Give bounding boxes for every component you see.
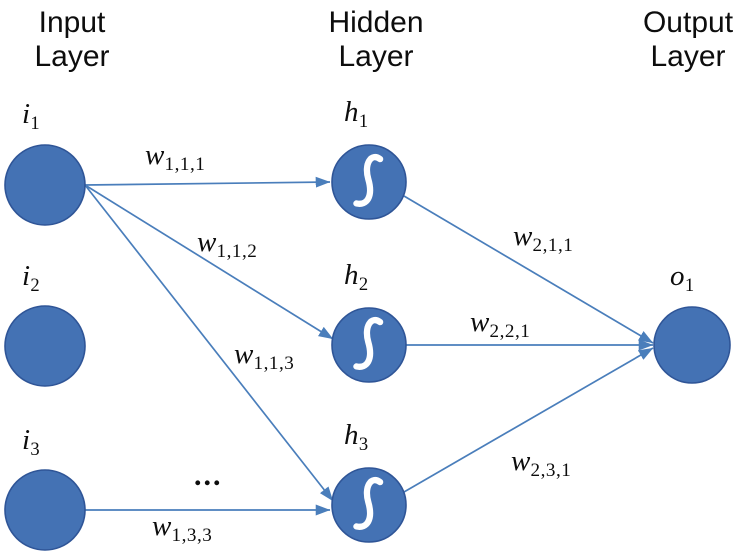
layer-title-output: Output Layer	[642, 6, 734, 73]
nodes-group	[4, 144, 731, 551]
neuron-o1[interactable]	[653, 306, 731, 384]
connection-i1-h1	[84, 176, 331, 188]
edges-group	[84, 176, 654, 516]
neuron-i3[interactable]	[4, 469, 86, 551]
weight-label-w-2-3-1: w2,3,1	[511, 445, 572, 482]
neuron-label-i2: i2	[22, 260, 40, 296]
activation-function-icon	[353, 317, 384, 370]
connection-h3-o1	[403, 347, 654, 493]
connection-h1-o1	[403, 195, 654, 344]
neuron-circle	[653, 306, 731, 384]
activation-function-icon	[353, 154, 384, 207]
neuron-label-h3: h3	[344, 419, 369, 455]
connection-i1-h3	[84, 184, 334, 502]
weight-label-w-2-2-1: w2,2,1	[470, 306, 531, 343]
neuron-label-h1: h1	[344, 96, 369, 132]
neuron-h2[interactable]	[331, 307, 407, 383]
neuron-label-i3: i3	[22, 424, 40, 460]
neuron-h3[interactable]	[331, 467, 407, 543]
weight-label-w-1-1-3: w1,1,3	[234, 338, 295, 375]
neuron-circle	[4, 305, 86, 387]
connection-i1-h2	[84, 184, 334, 340]
weight-label-w-1-3-3: w1,3,3	[152, 510, 213, 547]
neuron-i2[interactable]	[4, 305, 86, 387]
weight-label-w-2-1-1: w2,1,1	[513, 220, 574, 257]
neuron-label-i1: i1	[22, 98, 40, 134]
neuron-label-o1: o1	[670, 260, 695, 296]
neuron-h1[interactable]	[331, 144, 407, 220]
neuron-circle	[4, 469, 86, 551]
weight-label-w-1-1-1: w1,1,1	[145, 139, 206, 176]
layer-title-hidden: Hidden Layer	[328, 6, 424, 73]
neuron-circle	[4, 144, 86, 226]
weight-label-w-1-1-2: w1,1,2	[197, 226, 258, 263]
neuron-i1[interactable]	[4, 144, 86, 226]
layer-title-input: Input Layer	[34, 6, 110, 73]
neuron-label-h2: h2	[344, 259, 369, 295]
activation-function-icon	[353, 477, 384, 530]
ellipsis-input: ...	[194, 459, 223, 492]
